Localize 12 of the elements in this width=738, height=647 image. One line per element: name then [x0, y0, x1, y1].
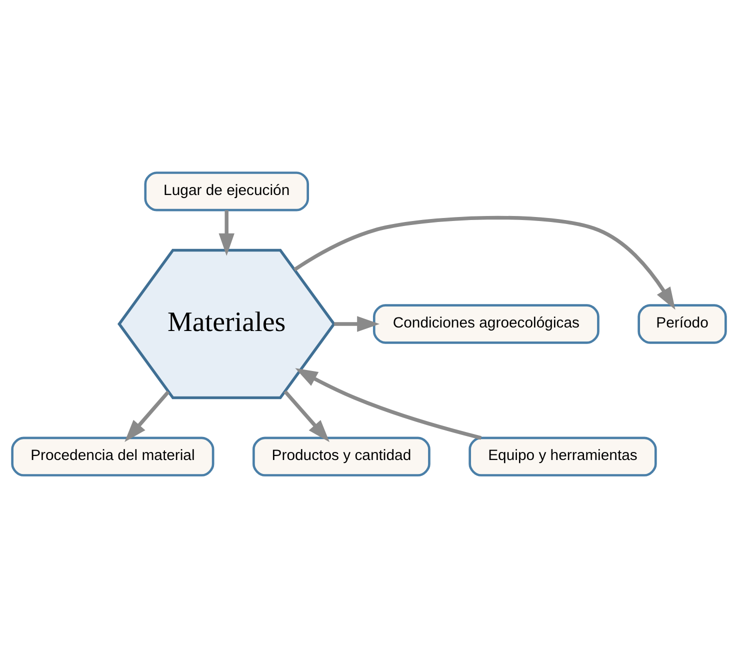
arrow	[334, 316, 380, 332]
node-box: Productos y cantidad	[252, 436, 430, 476]
node-box: Procedencia del material	[11, 436, 214, 476]
arrow	[284, 390, 330, 442]
node-box: Equipo y herramientas	[468, 436, 657, 476]
arrow	[218, 210, 234, 256]
arrow	[295, 368, 482, 440]
arrow	[124, 390, 170, 442]
node-box: Período	[638, 304, 727, 344]
arrow	[294, 215, 676, 310]
node-box: Lugar de ejecución	[144, 171, 309, 211]
node-box: Condiciones agroecológicas	[372, 304, 600, 344]
